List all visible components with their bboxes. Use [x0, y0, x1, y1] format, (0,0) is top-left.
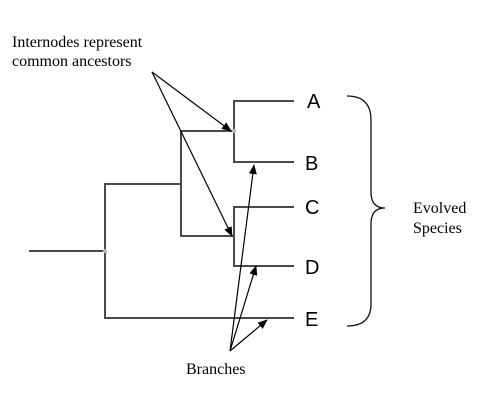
evolved-species-label-line2: Species — [413, 220, 462, 237]
internodes-label-line1: Internodes represent — [12, 34, 143, 51]
branch-arrow-to-b — [229, 164, 257, 352]
leaf-label-c: C — [305, 197, 319, 219]
branch-arrow-to-d — [229, 265, 258, 352]
tree-branches — [29, 100, 294, 319]
evolved-species-label-line1: Evolved — [413, 200, 466, 217]
leaf-label-d: D — [305, 257, 319, 279]
root-node-marker — [103, 249, 107, 253]
leaf-label-a: A — [307, 91, 321, 113]
ab-node-marker — [232, 129, 236, 133]
leaf-labels: A B C D E — [305, 91, 321, 331]
internode-arrow-upper — [151, 71, 232, 132]
leaf-label-e: E — [305, 309, 318, 331]
species-grouping-brace — [346, 95, 386, 327]
leaf-label-b: B — [305, 153, 318, 175]
branches-label: Branches — [186, 361, 246, 378]
branch-arrow-to-e — [229, 319, 268, 352]
internodes-label-line2: common ancestors — [12, 53, 132, 70]
internode-arrow-lower — [151, 71, 233, 237]
branch-arrows — [229, 164, 268, 352]
internode-arrows — [151, 71, 233, 237]
